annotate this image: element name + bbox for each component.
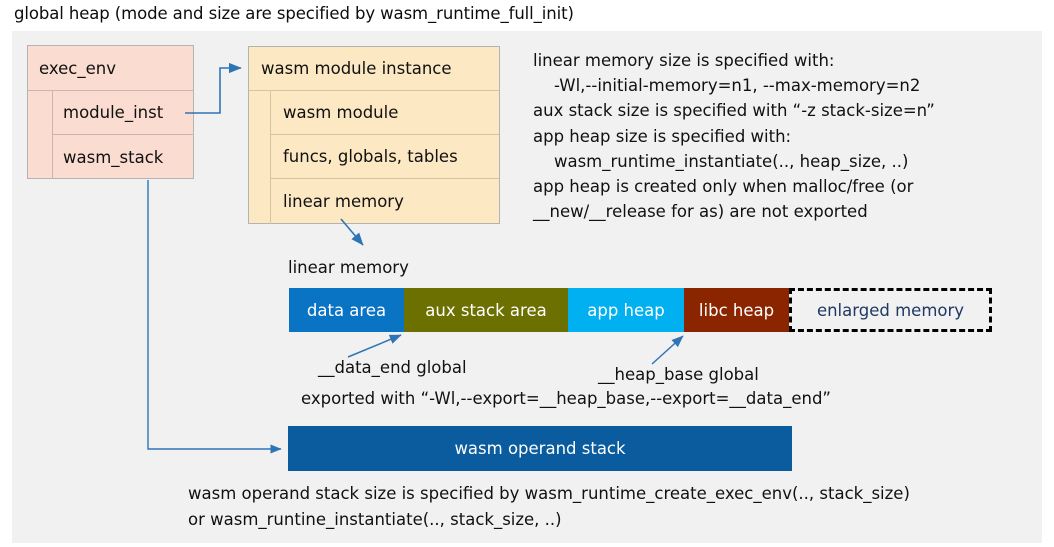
wmi-row-linear-memory: linear memory [283,191,404,211]
wasm-module-instance-box: wasm module instance wasm module funcs, … [248,46,500,224]
config-notes: linear memory size is specified with: -W… [533,51,935,222]
wasm-module-instance-indent-column [249,91,271,224]
memory-segment-libc-heap: libc heap [684,288,789,332]
wasm-operand-stack-bar: wasm operand stack [288,426,792,471]
exec-env-box: exec_env module_inst wasm_stack [27,45,194,179]
page-title: global heap (mode and size are specified… [14,4,574,23]
memory-segment-enlarged-memory: enlarged memory [789,288,992,332]
annotation-heap-base: __heap_base global [598,365,759,384]
exec-env-indent-column [28,91,53,179]
exec-env-row-module-inst: module_inst [53,91,194,135]
wmi-row-wasm-module: wasm module [271,91,499,135]
wasm-operand-stack-label: wasm operand stack [454,439,626,458]
annotation-data-end: __data_end global [318,358,467,377]
exec-env-header: exec_env [28,46,193,91]
linear-memory-caption: linear memory [288,258,409,277]
wmi-row-funcs-globals-tables: funcs, globals, tables [271,135,499,179]
memory-segment-aux-stack-area: aux stack area [404,288,568,332]
operand-stack-note: wasm operand stack size is specified by … [188,484,910,529]
memory-segment-app-heap: app heap [568,288,684,332]
exec-env-row-wasm-stack: wasm_stack [63,147,164,167]
annotation-exported-with: exported with “-Wl,--export=__heap_base,… [301,389,831,408]
memory-segment-data-area: data area [289,288,404,332]
wasm-module-instance-header: wasm module instance [249,47,499,91]
